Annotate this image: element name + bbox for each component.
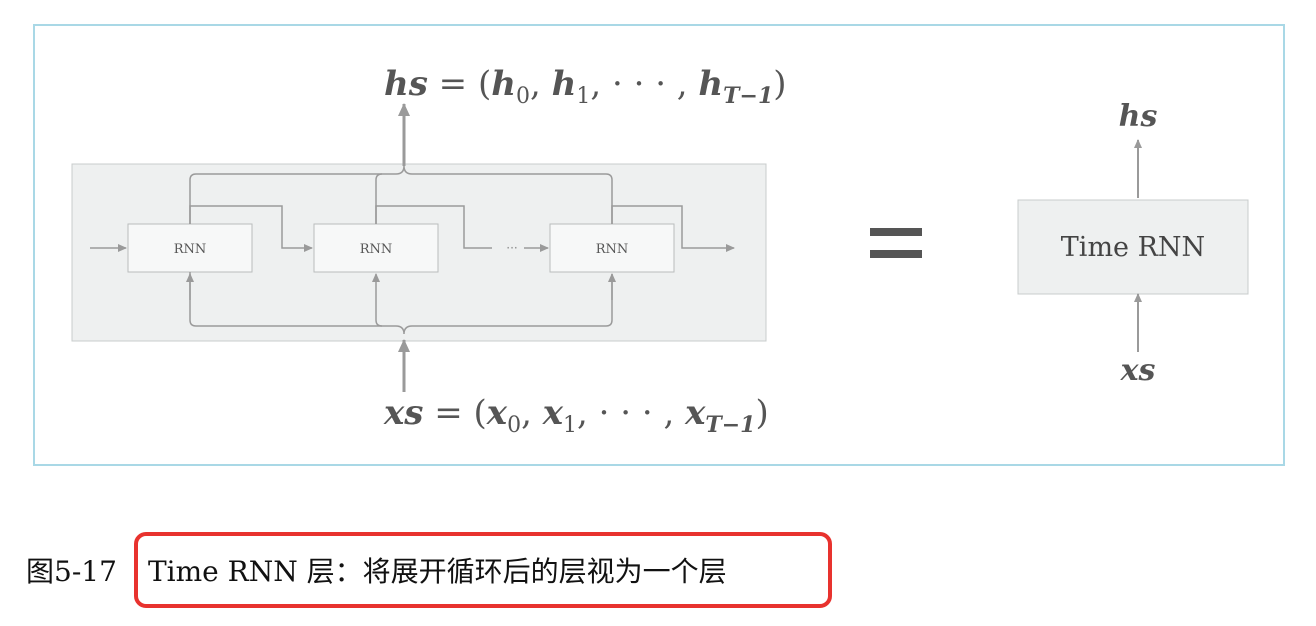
input-bus-mid — [372, 273, 383, 327]
rnn-cell-2 — [313, 223, 439, 273]
rnn-diagram: RNN RNN RNN ··· hs = (h0, h1, · · · , hT… — [71, 64, 1249, 438]
caption-highlight-box — [134, 532, 832, 608]
figure-frame — [33, 24, 1285, 466]
rnn-cell-1 — [127, 223, 253, 273]
xs-equation: xs = (x0, x1, · · · , xT−1) — [383, 393, 769, 438]
time-rnn-label: Time RNN — [1061, 232, 1205, 263]
rnn-cell-2-label: RNN — [360, 242, 393, 257]
ellipsis: ··· — [506, 241, 517, 255]
input-bus — [189, 272, 613, 335]
hs-equation: hs = (h0, h1, · · · , hT−1) — [384, 64, 787, 109]
output-bus-mid — [375, 173, 383, 224]
rnn-cell-3 — [549, 223, 675, 273]
time-rnn-xs-label: xs — [1120, 353, 1156, 388]
time-rnn-block — [1017, 199, 1249, 295]
equals-sign-top — [870, 228, 922, 236]
time-rnn-hs-label: hs — [1119, 99, 1158, 134]
caption-text: Time RNN 层：将展开循环后的层视为一个层 — [148, 555, 727, 588]
caption-prefix: 图5-17 — [26, 555, 117, 588]
rnn-cell-1-label: RNN — [174, 242, 207, 257]
rnn-cell-3-label: RNN — [596, 242, 629, 257]
equals-sign-bottom — [870, 250, 922, 258]
